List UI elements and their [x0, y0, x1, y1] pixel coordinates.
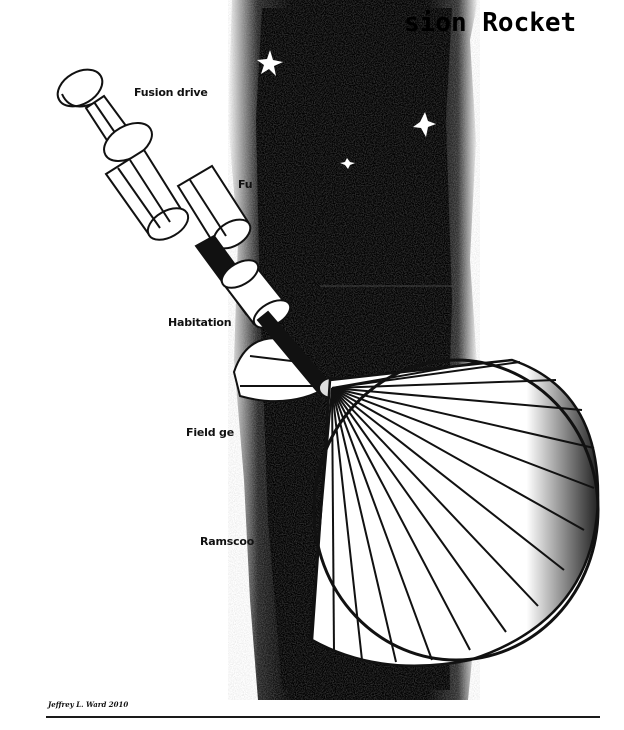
bottom-rule: [46, 716, 600, 718]
star-icon: [257, 50, 283, 76]
ramscoop-dish: [309, 358, 600, 668]
artist-credit: Jeffrey L. Ward 2010: [48, 700, 129, 709]
label-field-generator: Field ge: [186, 426, 234, 439]
label-fusion-drive: Fusion drive: [134, 86, 208, 99]
star-icon: [413, 112, 436, 137]
label-habitation: Habitation: [168, 316, 232, 329]
stars: [257, 50, 436, 169]
spacecraft: [56, 68, 346, 403]
star-icon: [340, 158, 355, 169]
page-title: sion Rocket: [404, 8, 577, 38]
label-fuel: Fu: [238, 178, 253, 191]
label-ramscoop: Ramscoo: [200, 535, 255, 548]
